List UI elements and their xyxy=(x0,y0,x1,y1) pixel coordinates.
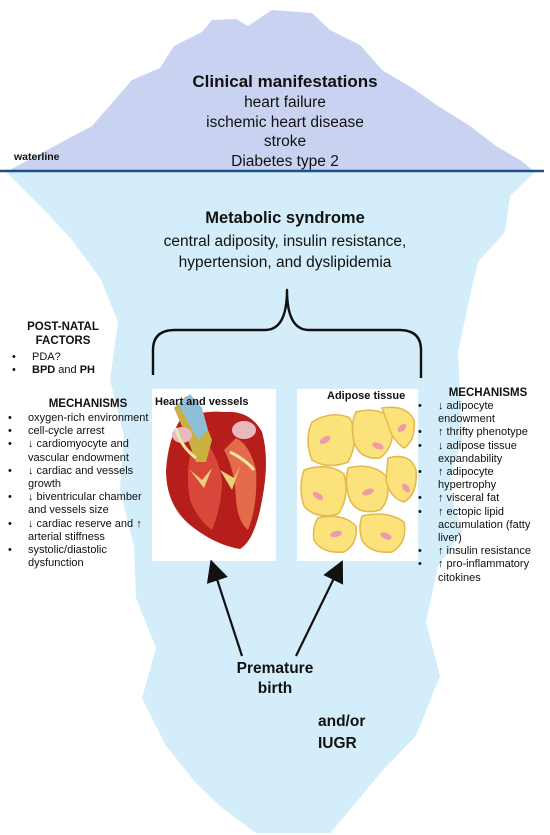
metabolic-syndrome-description: central adiposity, insulin resistance, h… xyxy=(120,231,450,273)
mechanism-right-item: ↑ visceral fat xyxy=(412,492,550,505)
mechanism-right-item: ↑ thrifty phenotype xyxy=(412,426,550,439)
mechanism-right-item: ↑ pro-inflammatory citokines xyxy=(412,558,550,584)
mechanism-left-item: cell-cycle arrest xyxy=(2,425,152,438)
postnatal-title-line: POST-NATAL xyxy=(27,321,99,333)
adipose-panel-title: Adipose tissue xyxy=(327,390,406,402)
metabolic-line: central adiposity, insulin resistance, xyxy=(163,233,407,250)
postnatal-title-line: FACTORS xyxy=(35,335,91,347)
adipose-illustration xyxy=(300,406,417,553)
postnatal-factors-list: PDA? BPD and PH xyxy=(6,351,146,378)
iugr-label: and/or IUGR xyxy=(318,711,378,755)
premature-birth-label: Premature birth xyxy=(215,659,335,699)
mechanisms-left-title: MECHANISMS xyxy=(48,398,128,410)
mechanism-right-item: ↓ adipocyte endowment xyxy=(412,400,550,426)
clinical-item: stroke xyxy=(263,133,307,150)
clinical-manifestations-list: heart failure ischemic heart disease str… xyxy=(150,93,420,171)
arrow-to-heart xyxy=(206,559,244,657)
heart-panel-title: Heart and vessels xyxy=(155,396,249,408)
curly-brace xyxy=(151,288,423,378)
mechanism-right-item: ↑ insulin resistance xyxy=(412,545,550,558)
mechanisms-right-title: MECHANISMS xyxy=(448,387,528,399)
postnatal-item-bpd-ph: BPD and PH xyxy=(6,364,146,377)
mechanism-right-item: ↑ ectopic lipid accumulation (fatty live… xyxy=(412,506,550,546)
metabolic-line: hypertension, and dyslipidemia xyxy=(178,254,392,271)
clinical-item: Diabetes type 2 xyxy=(231,152,339,170)
clinical-item: heart failure xyxy=(244,94,326,111)
mechanism-left-item: ↓ cardiac and vessels growth xyxy=(2,465,152,491)
mechanism-left-item: ↓ cardiomyocyte and vascular endowment xyxy=(2,438,152,464)
mechanism-left-item: oxygen-rich environment xyxy=(2,412,152,425)
mechanisms-right-list: ↓ adipocyte endowment ↑ thrifty phenotyp… xyxy=(412,400,550,585)
heart-illustration xyxy=(166,394,266,549)
mechanism-left-item: ↓ cardiac reserve and ↑ arterial stiffne… xyxy=(2,518,152,544)
mechanism-left-item: ↓ biventricular chamber and vessels size xyxy=(2,491,152,517)
mechanisms-left-list: oxygen-rich environment cell-cycle arres… xyxy=(2,412,152,570)
iceberg-tip xyxy=(6,10,535,172)
iugr-line: IUGR xyxy=(318,735,357,752)
postnatal-factors-title: POST-NATAL FACTORS xyxy=(8,320,118,348)
waterline-label: waterline xyxy=(14,151,60,163)
mechanism-left-item: systolic/diastolic dysfunction xyxy=(2,544,152,570)
arrow-to-adipose xyxy=(295,560,344,657)
iugr-line: and/or xyxy=(318,713,366,730)
mechanism-right-item: ↑ adipocyte hypertrophy xyxy=(412,466,550,492)
premature-line: birth xyxy=(257,680,293,697)
clinical-manifestations-title: Clinical manifestations xyxy=(192,72,378,91)
postnatal-item-pda: PDA? xyxy=(6,351,146,364)
mechanism-right-item: ↓ adipose tissue expandability xyxy=(412,440,550,466)
metabolic-syndrome-title: Metabolic syndrome xyxy=(205,209,365,227)
premature-line: Premature xyxy=(236,660,314,677)
clinical-item: ischemic heart disease xyxy=(206,113,364,131)
